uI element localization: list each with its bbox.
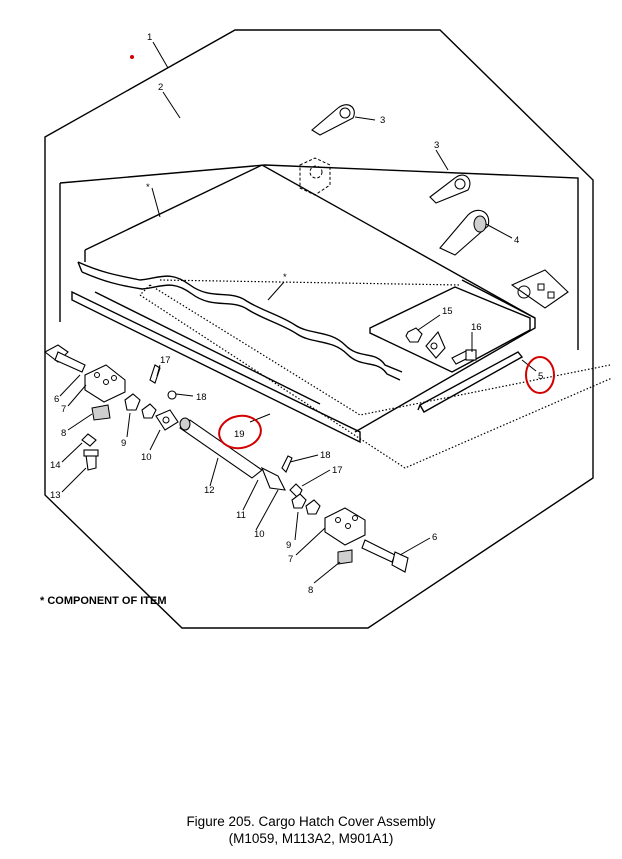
callout-7-left: 7 — [61, 404, 66, 415]
right-hinge-assembly — [260, 455, 409, 573]
callout-11: 11 — [236, 510, 246, 521]
callout-14: 14 — [50, 460, 61, 471]
part-12-tube — [179, 417, 263, 479]
callout-12: 12 — [204, 485, 215, 496]
part-3-upper — [311, 104, 355, 136]
callout-6-left: 6 — [54, 394, 59, 405]
caption-line-2: (M1059, M113A2, M901A1) — [228, 831, 394, 846]
callout-9-left: 9 — [121, 438, 126, 449]
left-hinge-assembly — [43, 344, 179, 471]
callout-1: 1 — [147, 32, 152, 43]
callout-8-left: 8 — [61, 428, 66, 439]
outer-boundary — [44, 29, 594, 629]
callout-6-right: 6 — [432, 532, 437, 543]
caption-line-1: Figure 205. Cargo Hatch Cover Assembly — [186, 814, 436, 829]
star-mark-2: * — [283, 272, 287, 283]
callout-16: 16 — [471, 322, 482, 333]
figure-caption: Figure 205. Cargo Hatch Cover Assembly (… — [0, 813, 622, 847]
highlight-circle-19 — [218, 414, 262, 450]
callout-4: 4 — [514, 235, 519, 246]
callout-10-right: 10 — [254, 529, 265, 540]
callout-numbers: 1 2 3 3 4 * * 15 16 5 17 18 6 7 8 9 10 1… — [50, 32, 543, 596]
callout-3-upper: 3 — [380, 115, 385, 126]
component-note: * COMPONENT OF ITEM — [40, 595, 167, 607]
part-4 — [439, 209, 490, 256]
callout-18-right: 18 — [320, 450, 331, 461]
part-3-lower — [429, 174, 471, 204]
callout-17-right: 17 — [332, 465, 343, 476]
callout-7-right: 7 — [288, 554, 293, 565]
callout-19: 19 — [234, 429, 245, 440]
star-mark-1: * — [146, 182, 150, 193]
inner-boundary — [59, 164, 579, 350]
hatch-cover-panel — [71, 164, 613, 469]
callout-13: 13 — [50, 490, 61, 501]
hinge-block-right — [510, 269, 569, 309]
callout-8-right: 8 — [308, 585, 313, 596]
red-dot-marker — [130, 55, 134, 59]
callout-18-left: 18 — [196, 392, 207, 403]
callout-5: 5 — [538, 371, 543, 382]
callout-9-right: 9 — [286, 540, 291, 551]
leader-lines — [59, 41, 537, 584]
highlight-circle-5 — [525, 356, 555, 394]
callout-10-left: 10 — [141, 452, 152, 463]
callout-17-left: 17 — [160, 355, 171, 366]
parts-15-16 — [405, 327, 477, 365]
callout-3-lower: 3 — [434, 140, 439, 151]
callout-2: 2 — [158, 82, 163, 93]
callout-15: 15 — [442, 306, 453, 317]
